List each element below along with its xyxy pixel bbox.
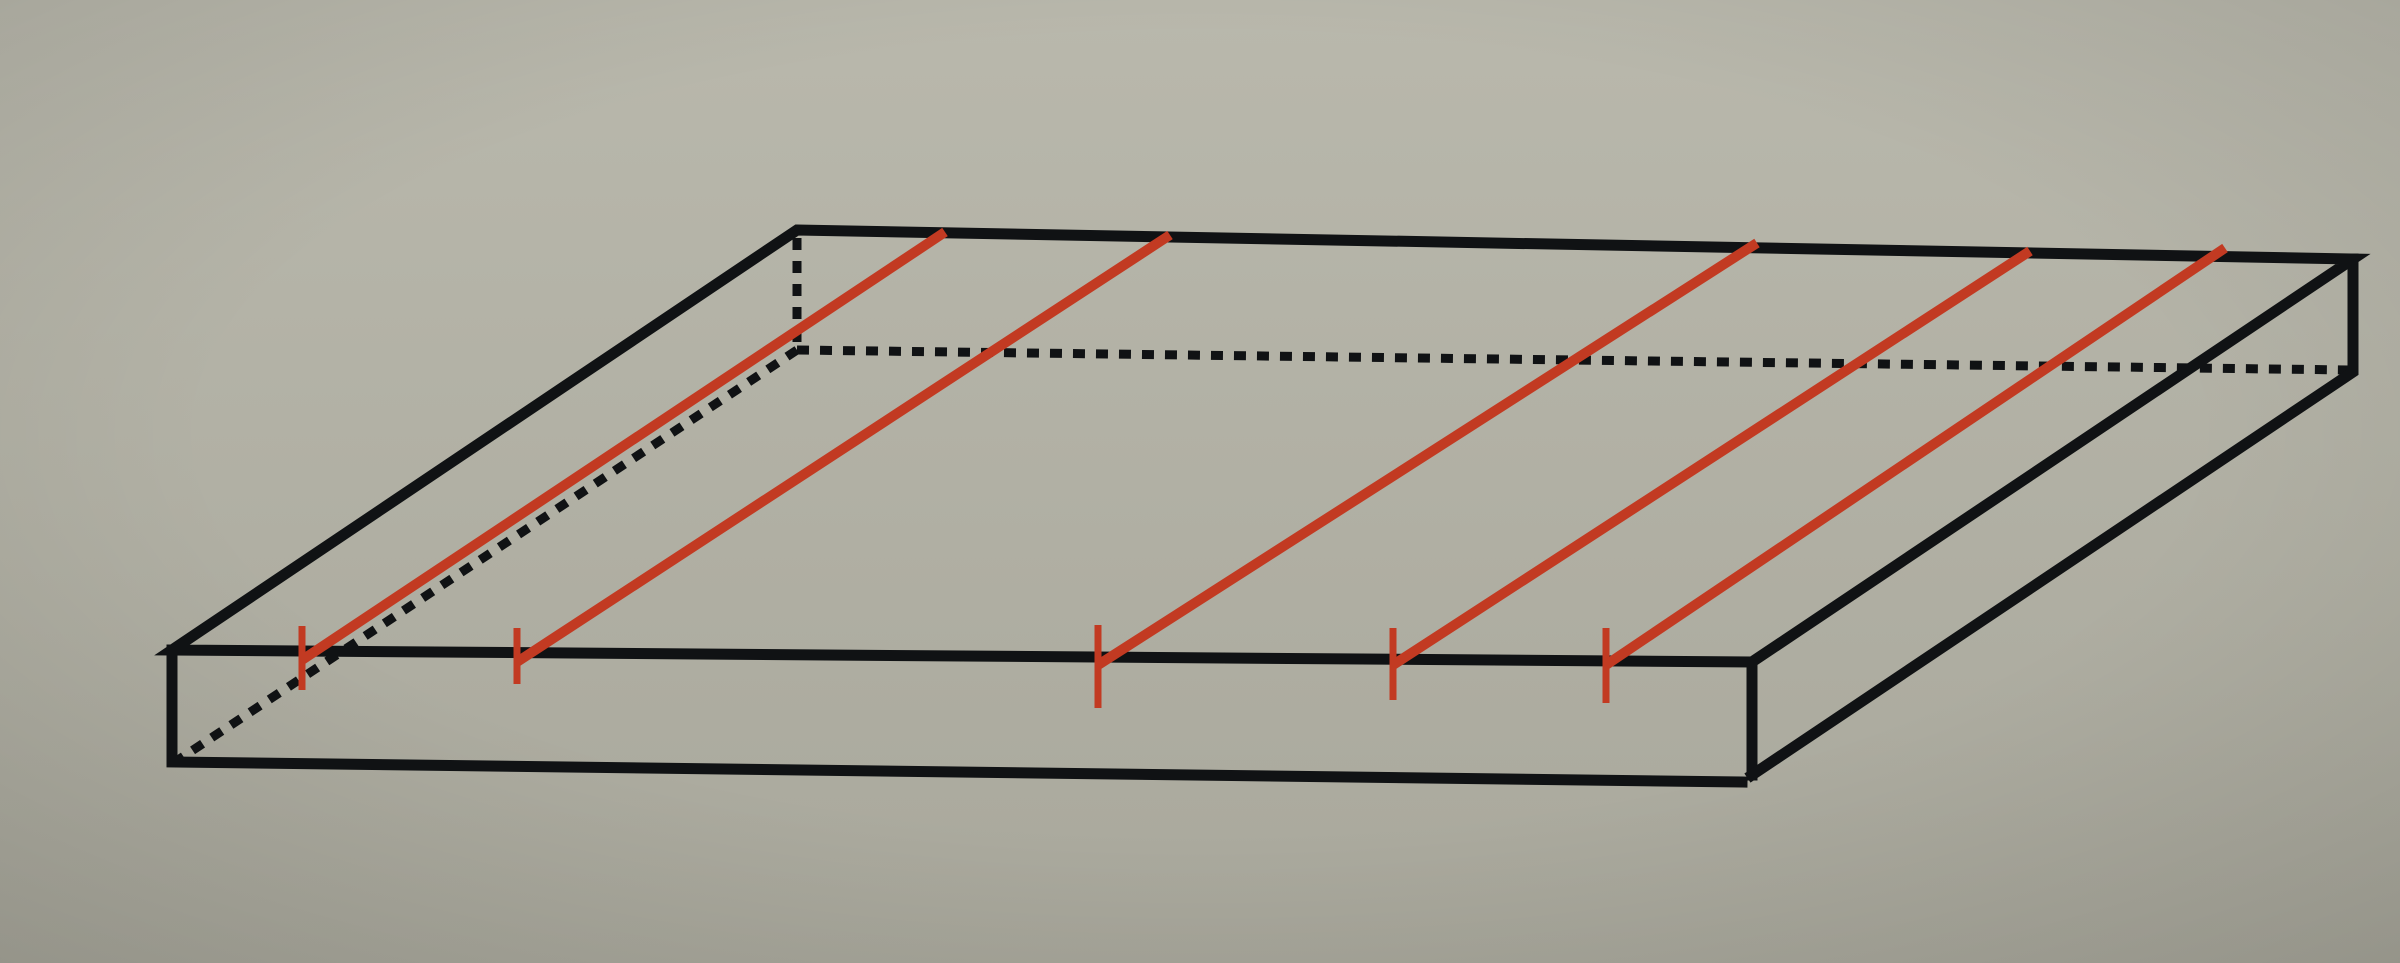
stripe xyxy=(1602,243,2228,703)
hidden-edge-left-bottom xyxy=(175,346,800,764)
stripe-line xyxy=(1095,238,1760,670)
stripe xyxy=(1389,246,2033,700)
stripe xyxy=(513,230,1173,684)
stripe xyxy=(1094,238,1760,708)
stripe xyxy=(298,227,948,690)
right-face-outline xyxy=(1744,253,2359,783)
visible-edges xyxy=(154,224,2371,788)
stripe-line xyxy=(1390,246,2033,670)
hidden-edge-back-bottom xyxy=(796,345,2351,375)
front-face-outline xyxy=(166,644,1758,788)
stripe-line xyxy=(299,227,948,665)
stripe-line xyxy=(514,230,1173,667)
stripe-lines xyxy=(298,227,2228,708)
stripe-line xyxy=(1603,243,2228,670)
